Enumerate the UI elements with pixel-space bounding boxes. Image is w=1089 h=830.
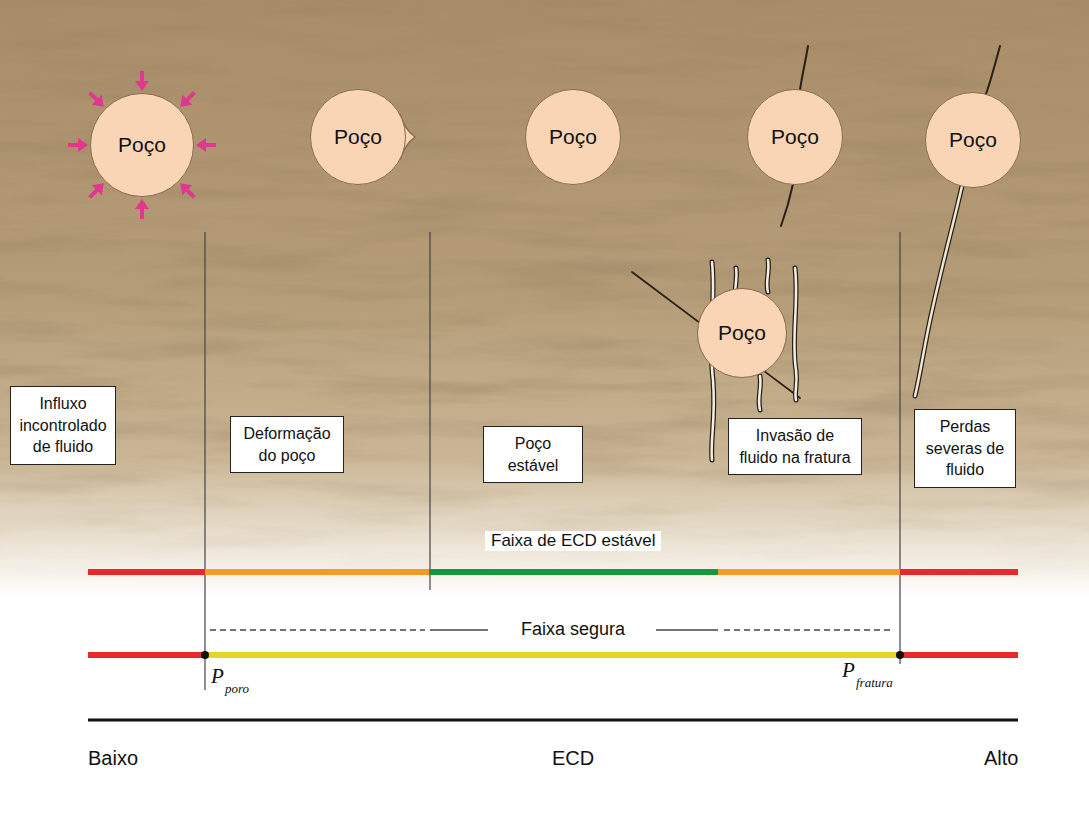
regime-box: Influxo incontrolado de fluido [10,386,116,465]
well-circle: Poço [525,89,621,185]
separator-lines [205,232,900,690]
pressure-symbol: P [211,664,224,689]
axis-label: Baixo [88,747,138,770]
well-label: Poço [949,128,997,152]
well-label: Poço [118,133,166,157]
well-circle: Poço [310,89,406,185]
box-text: Deformação do poço [239,423,335,466]
regime-box: Poço estável [483,426,583,483]
box-text: Invasão de fluido na fratura [737,425,853,468]
box-text: Perdas severas de fluido [923,416,1007,481]
regime-box: Deformação do poço [230,416,344,473]
well-label: Poço [549,125,597,149]
well-circle: Poço [925,92,1021,188]
pressure-symbol: P [842,658,855,683]
range-label: Faixa de ECD estável [485,531,661,551]
fracture-marker [896,651,904,659]
pressure-arrows [68,71,216,219]
pore-marker [201,651,209,659]
range-label: Faixa segura [515,619,631,640]
regime-box: Invasão de fluido na fratura [728,418,862,475]
well-circle: Poço [697,288,787,378]
well-label: Poço [718,321,766,345]
well-circle: Poço [90,93,194,197]
regime-box: Perdas severas de fluido [914,409,1016,488]
box-text: Influxo incontrolado de fluido [19,393,107,458]
ecd-axis [88,719,1018,722]
well-label: Poço [334,125,382,149]
pressure-subscript: fratura [856,675,893,691]
well-label: Poço [771,125,819,149]
well-circle: Poço [747,89,843,185]
axis-label: ECD [552,747,594,770]
pressure-subscript: poro [225,681,249,697]
axis-label: Alto [984,747,1018,770]
box-text: Poço estável [492,433,574,476]
safe-bar [88,652,1018,658]
ecd-bar [88,569,1018,575]
